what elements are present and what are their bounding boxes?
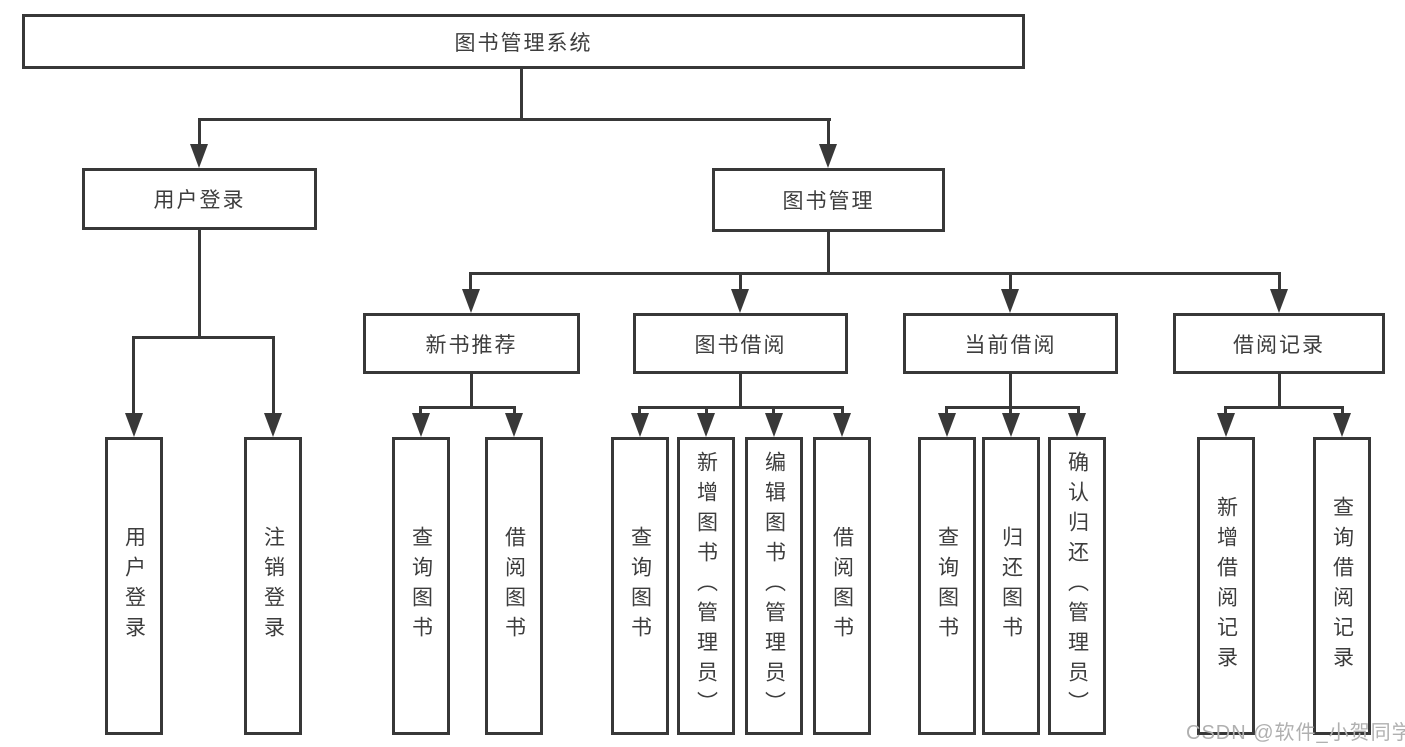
arrowhead-down-icon: [765, 413, 783, 437]
leaf-query-books-2: 查询图书: [611, 437, 669, 735]
node-book-management-label: 图书管理: [782, 190, 875, 213]
leaf-edit-book-admin: 编辑图书（管理员）: [745, 437, 803, 735]
watermark: CSDN @软件_小贺同学: [1186, 722, 1405, 744]
connector-line: [1009, 272, 1012, 294]
node-root: 图书管理系统: [22, 14, 1025, 69]
arrowhead-down-icon: [505, 413, 523, 437]
leaf-add-borrow-record-label: 新增借阅记录: [1214, 496, 1238, 676]
arrowhead-down-icon: [938, 413, 956, 437]
node-book-management: 图书管理: [712, 168, 945, 232]
connector-line: [638, 406, 844, 409]
connector-line: [1224, 406, 1227, 418]
connector-line: [772, 406, 775, 418]
leaf-borrow-books-1-label: 借阅图书: [502, 526, 526, 646]
connector-line: [132, 336, 135, 418]
node-current-borrow: 当前借阅: [903, 313, 1118, 374]
connector-line: [419, 406, 422, 418]
arrowhead-down-icon: [1217, 413, 1235, 437]
leaf-logout-label: 注销登录: [261, 526, 285, 646]
leaf-logout: 注销登录: [244, 437, 302, 735]
connector-line: [827, 232, 830, 275]
connector-line: [520, 68, 523, 121]
leaf-confirm-return-admin-label: 确认归还（管理员）: [1065, 451, 1089, 721]
node-user-login-label: 用户登录: [153, 189, 246, 212]
connector-line: [1009, 406, 1012, 418]
leaf-borrow-books-1: 借阅图书: [485, 437, 543, 735]
leaf-user-login: 用户登录: [105, 437, 163, 735]
leaf-query-books-2-label: 查询图书: [628, 526, 652, 646]
leaf-return-book-label: 归还图书: [999, 526, 1023, 646]
connector-line: [272, 336, 275, 418]
arrowhead-down-icon: [190, 144, 208, 168]
connector-line: [419, 406, 516, 409]
leaf-confirm-return-admin: 确认归还（管理员）: [1048, 437, 1106, 735]
leaf-query-books-3-label: 查询图书: [935, 526, 959, 646]
connector-line: [705, 406, 708, 418]
leaf-return-book: 归还图书: [982, 437, 1040, 735]
node-user-login: 用户登录: [82, 168, 317, 230]
connector-line: [1341, 406, 1344, 418]
connector-line: [132, 336, 275, 339]
leaf-user-login-label: 用户登录: [122, 526, 146, 646]
leaf-query-books-3: 查询图书: [918, 437, 976, 735]
node-book-borrow: 图书借阅: [633, 313, 848, 374]
leaf-borrow-books-2: 借阅图书: [813, 437, 871, 735]
arrowhead-down-icon: [462, 289, 480, 313]
connector-line: [198, 118, 201, 150]
connector-line: [945, 406, 948, 418]
arrowhead-down-icon: [1002, 413, 1020, 437]
leaf-add-borrow-record: 新增借阅记录: [1197, 437, 1255, 735]
arrowhead-down-icon: [631, 413, 649, 437]
connector-line: [470, 374, 473, 409]
arrowhead-down-icon: [1270, 289, 1288, 313]
leaf-add-book-admin-label: 新增图书（管理员）: [694, 451, 718, 721]
leaf-query-borrow-record: 查询借阅记录: [1313, 437, 1371, 735]
leaf-add-book-admin: 新增图书（管理员）: [677, 437, 735, 735]
arrowhead-down-icon: [833, 413, 851, 437]
connector-line: [638, 406, 641, 418]
connector-line: [198, 118, 831, 121]
connector-line: [198, 230, 201, 339]
arrowhead-down-icon: [264, 413, 282, 437]
node-book-borrow-label: 图书借阅: [694, 333, 787, 357]
leaf-borrow-books-2-label: 借阅图书: [830, 526, 854, 646]
leaf-query-books-1-label: 查询图书: [409, 526, 433, 646]
node-new-book-recommend-label: 新书推荐: [425, 333, 518, 357]
connector-line: [739, 374, 742, 409]
arrowhead-down-icon: [1068, 413, 1086, 437]
connector-line: [1077, 406, 1080, 418]
arrowhead-down-icon: [412, 413, 430, 437]
node-borrow-records: 借阅记录: [1173, 313, 1385, 374]
connector-line: [841, 406, 844, 418]
node-current-borrow-label: 当前借阅: [964, 333, 1057, 357]
node-borrow-records-label: 借阅记录: [1233, 333, 1325, 357]
connector-line: [827, 118, 830, 150]
arrowhead-down-icon: [125, 413, 143, 437]
leaf-query-borrow-record-label: 查询借阅记录: [1330, 496, 1354, 676]
leaf-query-books-1: 查询图书: [392, 437, 450, 735]
connector-line: [1009, 374, 1012, 409]
node-root-label: 图书管理系统: [454, 31, 593, 55]
arrowhead-down-icon: [697, 413, 715, 437]
connector-line: [469, 272, 472, 294]
connector-line: [513, 406, 516, 418]
connector-line: [1278, 272, 1281, 294]
arrowhead-down-icon: [819, 144, 837, 168]
arrowhead-down-icon: [1001, 289, 1019, 313]
connector-line: [469, 272, 1281, 275]
connector-line: [1278, 374, 1281, 409]
connector-line: [739, 272, 742, 294]
node-new-book-recommend: 新书推荐: [363, 313, 580, 374]
connector-line: [1224, 406, 1344, 409]
connector-line: [945, 406, 1080, 409]
leaf-edit-book-admin-label: 编辑图书（管理员）: [762, 451, 786, 721]
arrowhead-down-icon: [731, 289, 749, 313]
arrowhead-down-icon: [1333, 413, 1351, 437]
